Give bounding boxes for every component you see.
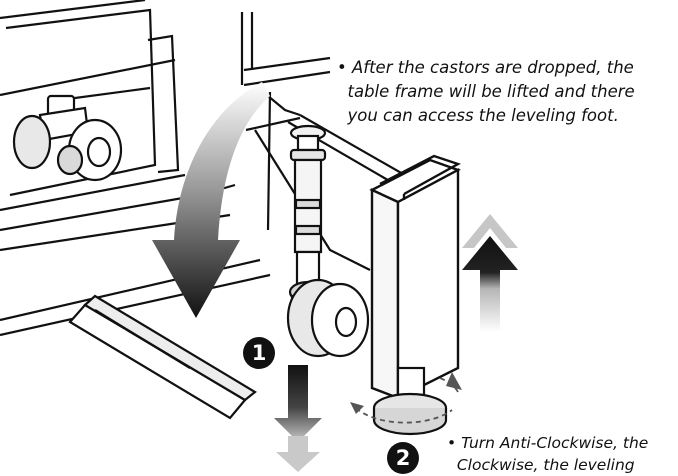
up-arrow-icon: [462, 236, 518, 332]
rotation-arrows-icon: [350, 372, 462, 424]
foot-pedal: [68, 294, 257, 420]
step-2-badge: 2: [387, 442, 419, 474]
table-frame-right: [240, 12, 411, 271]
background-castor: [12, 94, 123, 182]
castor-mechanism: [286, 124, 370, 358]
leveling-foot: [372, 366, 448, 436]
table-frame-left: [0, 0, 271, 337]
curved-down-arrow-icon: [152, 82, 270, 318]
down-arrow-icon: [274, 365, 322, 442]
up-arrow-ghost-icon: [462, 214, 518, 248]
down-arrow-ghost-icon: [276, 436, 320, 472]
rotate-instruction-text: • Turn Anti-Clockwise, the Clockwise, th…: [447, 434, 649, 474]
leg-column: [369, 154, 461, 400]
step-1-badge: 1: [243, 337, 275, 369]
lift-instruction-text: • After the castors are dropped, the tab…: [337, 58, 635, 125]
